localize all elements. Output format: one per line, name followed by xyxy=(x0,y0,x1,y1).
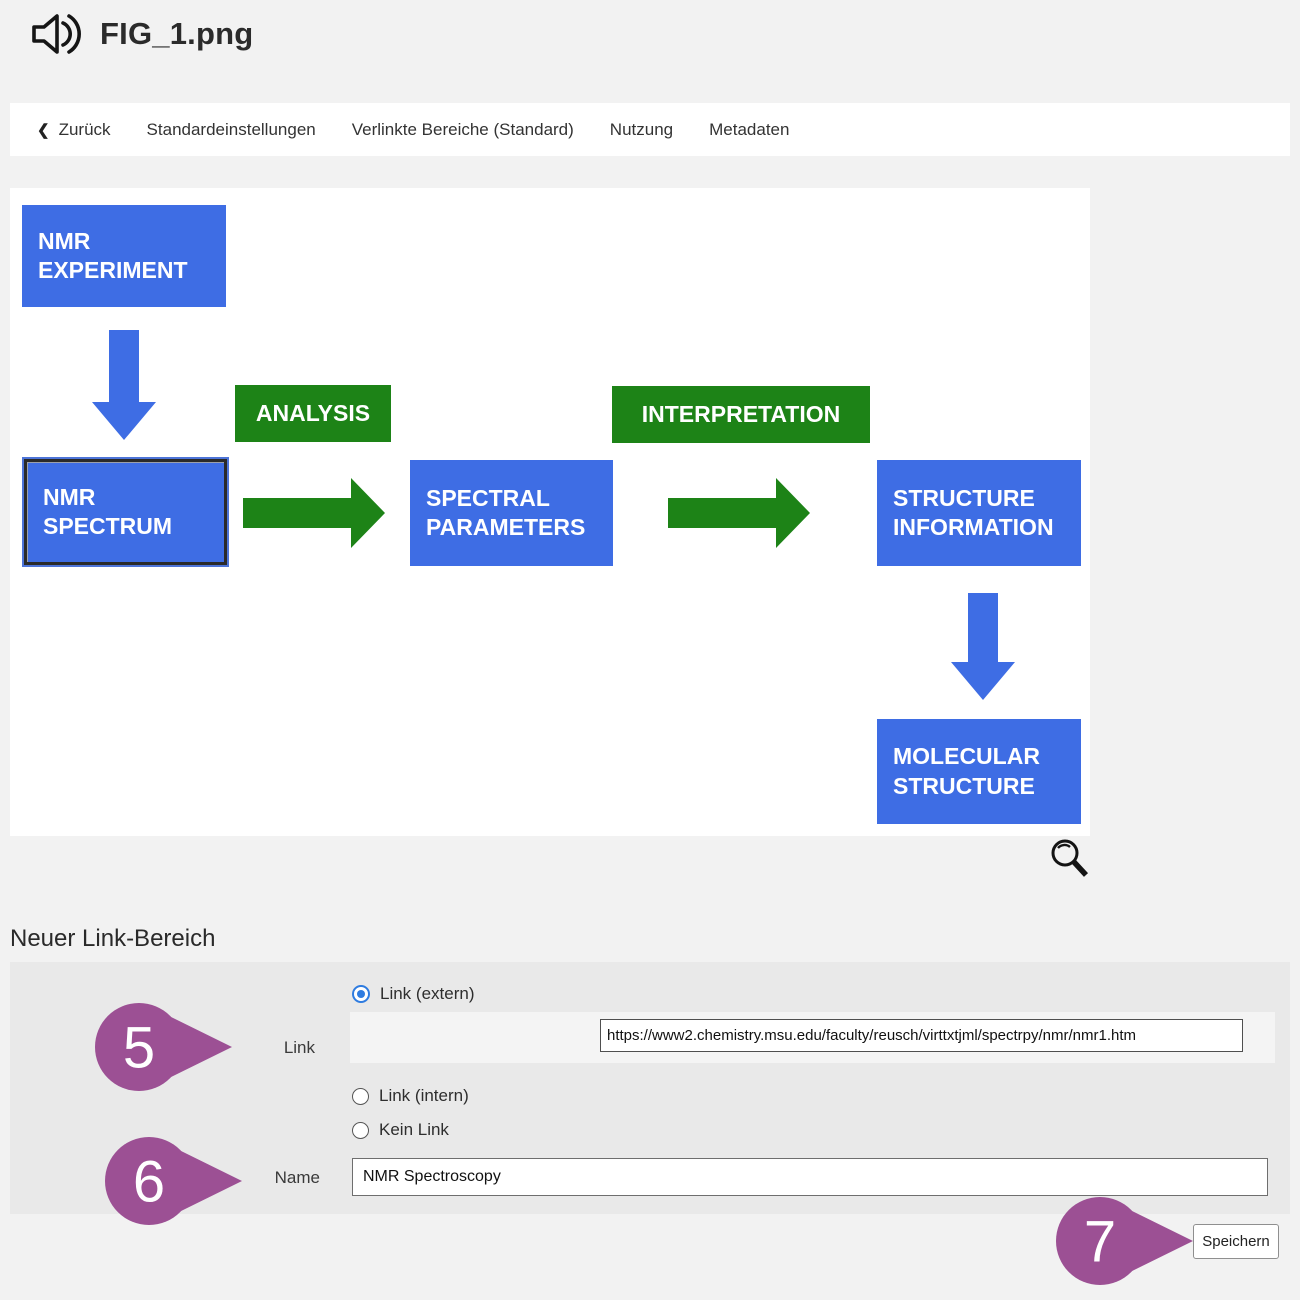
flow-box-spectral-parameters: SPECTRAL PARAMETERS xyxy=(410,460,613,566)
arrow-right-icon xyxy=(243,478,385,548)
arrow-down-icon xyxy=(92,330,156,440)
arrow-right-icon xyxy=(668,478,810,548)
page-header: FIG_1.png xyxy=(30,12,253,56)
external-url-input[interactable] xyxy=(600,1019,1243,1052)
nav-item-nutzung[interactable]: Nutzung xyxy=(609,119,674,139)
radio-kein-link[interactable] xyxy=(352,1121,369,1139)
back-button[interactable]: ❮ Zurück xyxy=(37,120,111,140)
section-heading: Neuer Link-Bereich xyxy=(10,925,216,952)
radio-row-link-intern: Link (intern) xyxy=(352,1086,469,1106)
link-form-panel: Link Link (extern) Link (intern) Kein Li… xyxy=(10,962,1290,1214)
speaker-icon[interactable] xyxy=(30,12,82,56)
flow-box-structure-information: STRUCTURE INFORMATION xyxy=(877,460,1081,566)
chevron-left-icon: ❮ xyxy=(37,121,50,139)
nav-item-verlinkte-bereiche[interactable]: Verlinkte Bereiche (Standard) xyxy=(351,119,574,139)
magnifier-zoom-icon[interactable] xyxy=(1048,838,1092,882)
radio-link-extern[interactable] xyxy=(352,985,370,1003)
radio-row-link-extern: Link (extern) xyxy=(352,984,474,1004)
radio-link-intern[interactable] xyxy=(352,1087,369,1105)
radio-kein-link-label: Kein Link xyxy=(379,1120,449,1139)
radio-link-extern-label: Link (extern) xyxy=(380,984,475,1003)
nav-item-standardeinstellungen[interactable]: Standardeinstellungen xyxy=(146,119,316,139)
image-canvas[interactable]: NMR EXPERIMENT ANALYSIS NMR SPECTRUM SPE… xyxy=(10,188,1090,836)
flow-box-analysis: ANALYSIS xyxy=(235,385,391,442)
nav-item-metadaten[interactable]: Metadaten xyxy=(709,119,790,139)
flow-box-molecular-structure: MOLECULAR STRUCTURE xyxy=(877,719,1081,824)
name-field-label: Name xyxy=(274,1168,320,1187)
link-name-input[interactable] xyxy=(352,1158,1268,1196)
back-label: Zurück xyxy=(58,119,111,139)
link-field-label: Link xyxy=(283,1038,315,1057)
save-button[interactable]: Speichern xyxy=(1193,1224,1279,1259)
flow-box-interpretation: INTERPRETATION xyxy=(612,386,870,443)
radio-link-intern-label: Link (intern) xyxy=(379,1086,469,1105)
radio-row-kein-link: Kein Link xyxy=(352,1120,449,1140)
svg-text:7: 7 xyxy=(1084,1210,1116,1275)
page-title: FIG_1.png xyxy=(100,16,254,51)
flow-box-nmr-experiment: NMR EXPERIMENT xyxy=(22,205,226,307)
arrow-down-icon xyxy=(951,593,1015,700)
flow-box-nmr-spectrum-selected-region[interactable]: NMR SPECTRUM xyxy=(22,457,229,567)
toolbar: ❮ Zurück Standardeinstellungen Verlinkte… xyxy=(10,103,1290,156)
